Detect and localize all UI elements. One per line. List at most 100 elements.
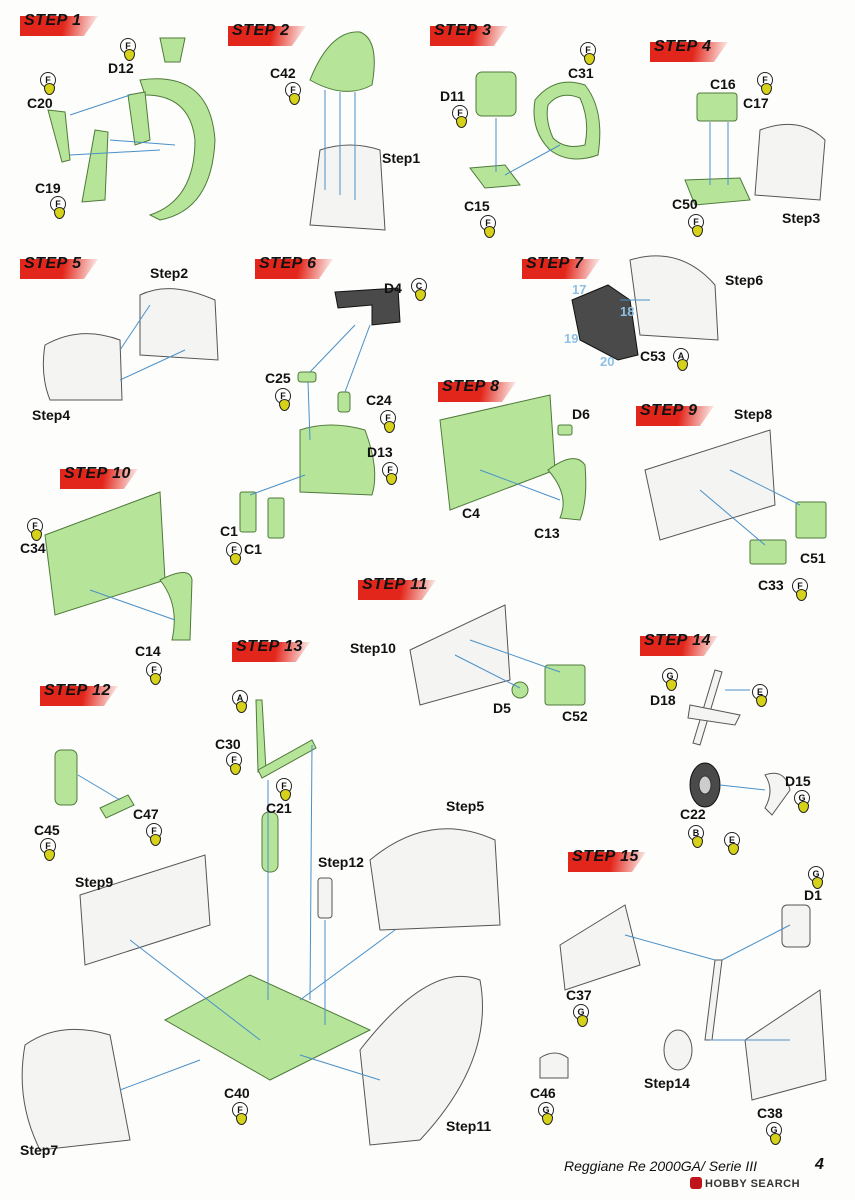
paint-marker-icon: F <box>285 82 301 105</box>
part-label: C42 <box>270 65 296 81</box>
paint-marker-icon: F <box>382 462 398 485</box>
paint-marker-icon: F <box>40 838 56 861</box>
part-label: C46 <box>530 1085 556 1101</box>
step-reference: Step8 <box>734 406 773 422</box>
part-label: D4 <box>384 280 402 296</box>
step-label: STEP 4 <box>654 38 712 55</box>
step7-art <box>571 255 719 361</box>
step-label: STEP 9 <box>640 402 698 419</box>
part-label: C50 <box>672 196 698 212</box>
page-number: 4 <box>815 1156 824 1173</box>
paint-marker-icon: F <box>580 42 596 65</box>
step-reference: Step12 <box>318 854 364 870</box>
paint-marker-icon: F <box>27 518 43 541</box>
paint-marker-icon: G <box>766 1122 782 1145</box>
step2-art <box>309 31 386 231</box>
step-label: STEP 6 <box>259 255 317 272</box>
part-label: D15 <box>785 773 811 789</box>
part-label: C20 <box>27 95 53 111</box>
paint-marker-icon: F <box>226 542 242 565</box>
step3-art <box>469 71 601 189</box>
step4-art <box>684 92 826 206</box>
part-label: D1 <box>804 887 822 903</box>
paint-marker-icon: B <box>688 825 704 848</box>
step-label: STEP 11 <box>362 576 428 593</box>
position-number: 19 <box>564 331 579 346</box>
step-reference: Step11 <box>446 1118 492 1134</box>
part-label: D5 <box>493 700 511 716</box>
part-label: C51 <box>800 550 826 566</box>
step-label: STEP 8 <box>442 378 500 395</box>
part-label: C15 <box>464 198 490 214</box>
part-label: D18 <box>650 692 676 708</box>
paint-marker-icon: E <box>752 684 768 707</box>
step15-art <box>539 904 827 1101</box>
paint-marker-icon: G <box>538 1102 554 1125</box>
part-label: C40 <box>224 1085 250 1101</box>
paint-marker-icon: C <box>411 278 427 301</box>
step-label: STEP 1 <box>24 12 82 29</box>
paint-marker-icon: F <box>275 388 291 411</box>
step-label: STEP 15 <box>572 848 639 865</box>
paint-marker-icon: F <box>120 38 136 61</box>
part-label: C37 <box>566 987 592 1003</box>
step-label: STEP 14 <box>644 632 711 649</box>
part-label: C16 <box>710 76 736 92</box>
step-reference: Step7 <box>20 1142 59 1158</box>
paint-marker-icon: F <box>232 1102 248 1125</box>
part-label: D13 <box>367 444 393 460</box>
step14-art <box>687 669 791 816</box>
step-reference: Step9 <box>75 874 114 890</box>
part-label: C31 <box>568 65 594 81</box>
part-label: C25 <box>265 370 291 386</box>
part-label: C13 <box>534 525 560 541</box>
paint-marker-icon: F <box>146 823 162 846</box>
part-label: C24 <box>366 392 392 408</box>
paint-marker-icon: F <box>792 578 808 601</box>
part-label: C38 <box>757 1105 783 1121</box>
watermark-text: HOBBY SEARCH <box>705 1178 801 1190</box>
footer-title: Reggiane Re 2000GA/ Serie III <box>564 1158 758 1174</box>
part-label: D12 <box>108 60 134 76</box>
part-label: C19 <box>35 180 61 196</box>
step-reference: Step10 <box>350 640 396 656</box>
paint-marker-icon: F <box>276 778 292 801</box>
step5-art <box>42 288 219 401</box>
part-label: C17 <box>743 95 769 111</box>
part-label: C47 <box>133 806 159 822</box>
part-label: C22 <box>680 806 706 822</box>
position-number: 20 <box>600 354 615 369</box>
paint-marker-icon: G <box>662 668 678 691</box>
step1-art <box>47 37 216 221</box>
part-label: C52 <box>562 708 588 724</box>
step-label: STEP 3 <box>434 22 492 39</box>
paint-marker-icon: F <box>688 214 704 237</box>
step-label: STEP 5 <box>24 255 82 272</box>
paint-marker-icon: A <box>673 348 689 371</box>
paint-marker-icon: F <box>480 215 496 238</box>
part-label: C1 <box>244 541 262 557</box>
paint-marker-icon: A <box>232 690 248 713</box>
step-reference: Step14 <box>644 1075 690 1091</box>
step-reference: Step6 <box>725 272 764 288</box>
paint-marker-icon: F <box>757 72 773 95</box>
step-label: STEP 7 <box>526 255 584 272</box>
paint-marker-icon: G <box>808 866 824 889</box>
part-label: D11 <box>440 88 465 104</box>
step-label: STEP 12 <box>44 682 111 699</box>
part-label: C14 <box>135 643 161 659</box>
step-reference: Step2 <box>150 265 189 281</box>
paint-marker-icon: F <box>452 105 468 128</box>
step6-art <box>239 287 401 539</box>
part-label: C30 <box>215 736 241 752</box>
paint-marker-icon: F <box>146 662 162 685</box>
paint-marker-icon: F <box>40 72 56 95</box>
step11-art <box>409 604 586 706</box>
step9-art <box>644 429 827 565</box>
part-label: C33 <box>758 577 784 593</box>
step-reference: Step1 <box>382 150 421 166</box>
step-label: STEP 13 <box>236 638 303 655</box>
step13-art <box>21 699 501 1151</box>
